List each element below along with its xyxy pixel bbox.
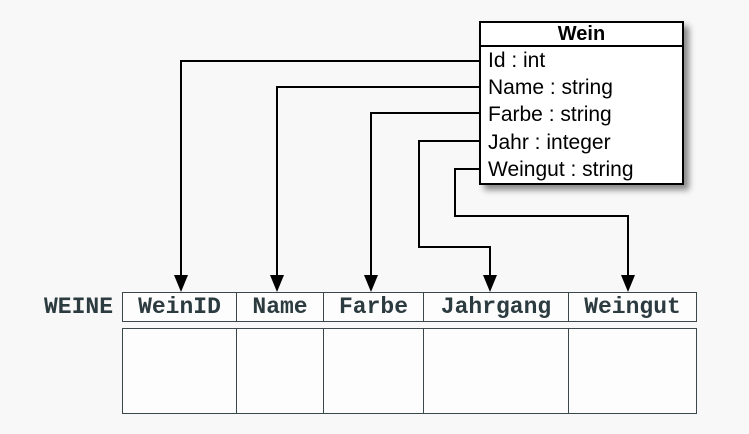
arrowhead-jahrgang: [483, 275, 497, 292]
column-header-farbe: Farbe: [324, 293, 424, 321]
arrowhead-farbe: [364, 275, 378, 292]
uml-class-wein: Wein Id : int Name : string Farbe : stri…: [479, 21, 684, 185]
table-name-label: WEINE: [43, 294, 113, 320]
table-cell-empty: [324, 329, 424, 413]
connector-jahr-to-jahrgang: [418, 140, 491, 277]
class-attribute-list: Id : int Name : string Farbe : string Ja…: [481, 47, 682, 183]
table-cell-empty: [424, 329, 569, 413]
connector-id-to-weinid: [180, 60, 482, 277]
connector-weingut-to-weingut: [454, 168, 629, 277]
class-attribute-id: Id : int: [488, 49, 546, 72]
arrowhead-name: [270, 275, 284, 292]
class-title: Wein: [481, 23, 682, 47]
connector-name-to-name: [276, 86, 482, 277]
table-cell-empty: [569, 329, 696, 413]
class-attribute-farbe: Farbe : string: [488, 103, 612, 127]
connector-farbe-to-farbe: [370, 112, 482, 277]
arrowhead-weinid: [174, 275, 188, 292]
table-header-row: WeinID Name Farbe Jahrgang Weingut: [122, 292, 697, 322]
table-body-row: [122, 328, 697, 414]
column-header-weingut: Weingut: [584, 294, 681, 320]
table-cell-empty: [123, 329, 237, 413]
class-attribute-weingut: Weingut : string: [488, 157, 634, 181]
class-attribute-jahr: Jahr : integer: [488, 130, 611, 154]
table-cell-empty: [237, 329, 324, 413]
column-header-name: Name: [237, 293, 324, 321]
class-attribute-name: Name : string: [488, 76, 613, 100]
arrowhead-weingut: [621, 275, 635, 292]
column-header-jahrgang: Jahrgang: [424, 293, 569, 321]
column-header-weinid: WeinID: [123, 293, 237, 321]
